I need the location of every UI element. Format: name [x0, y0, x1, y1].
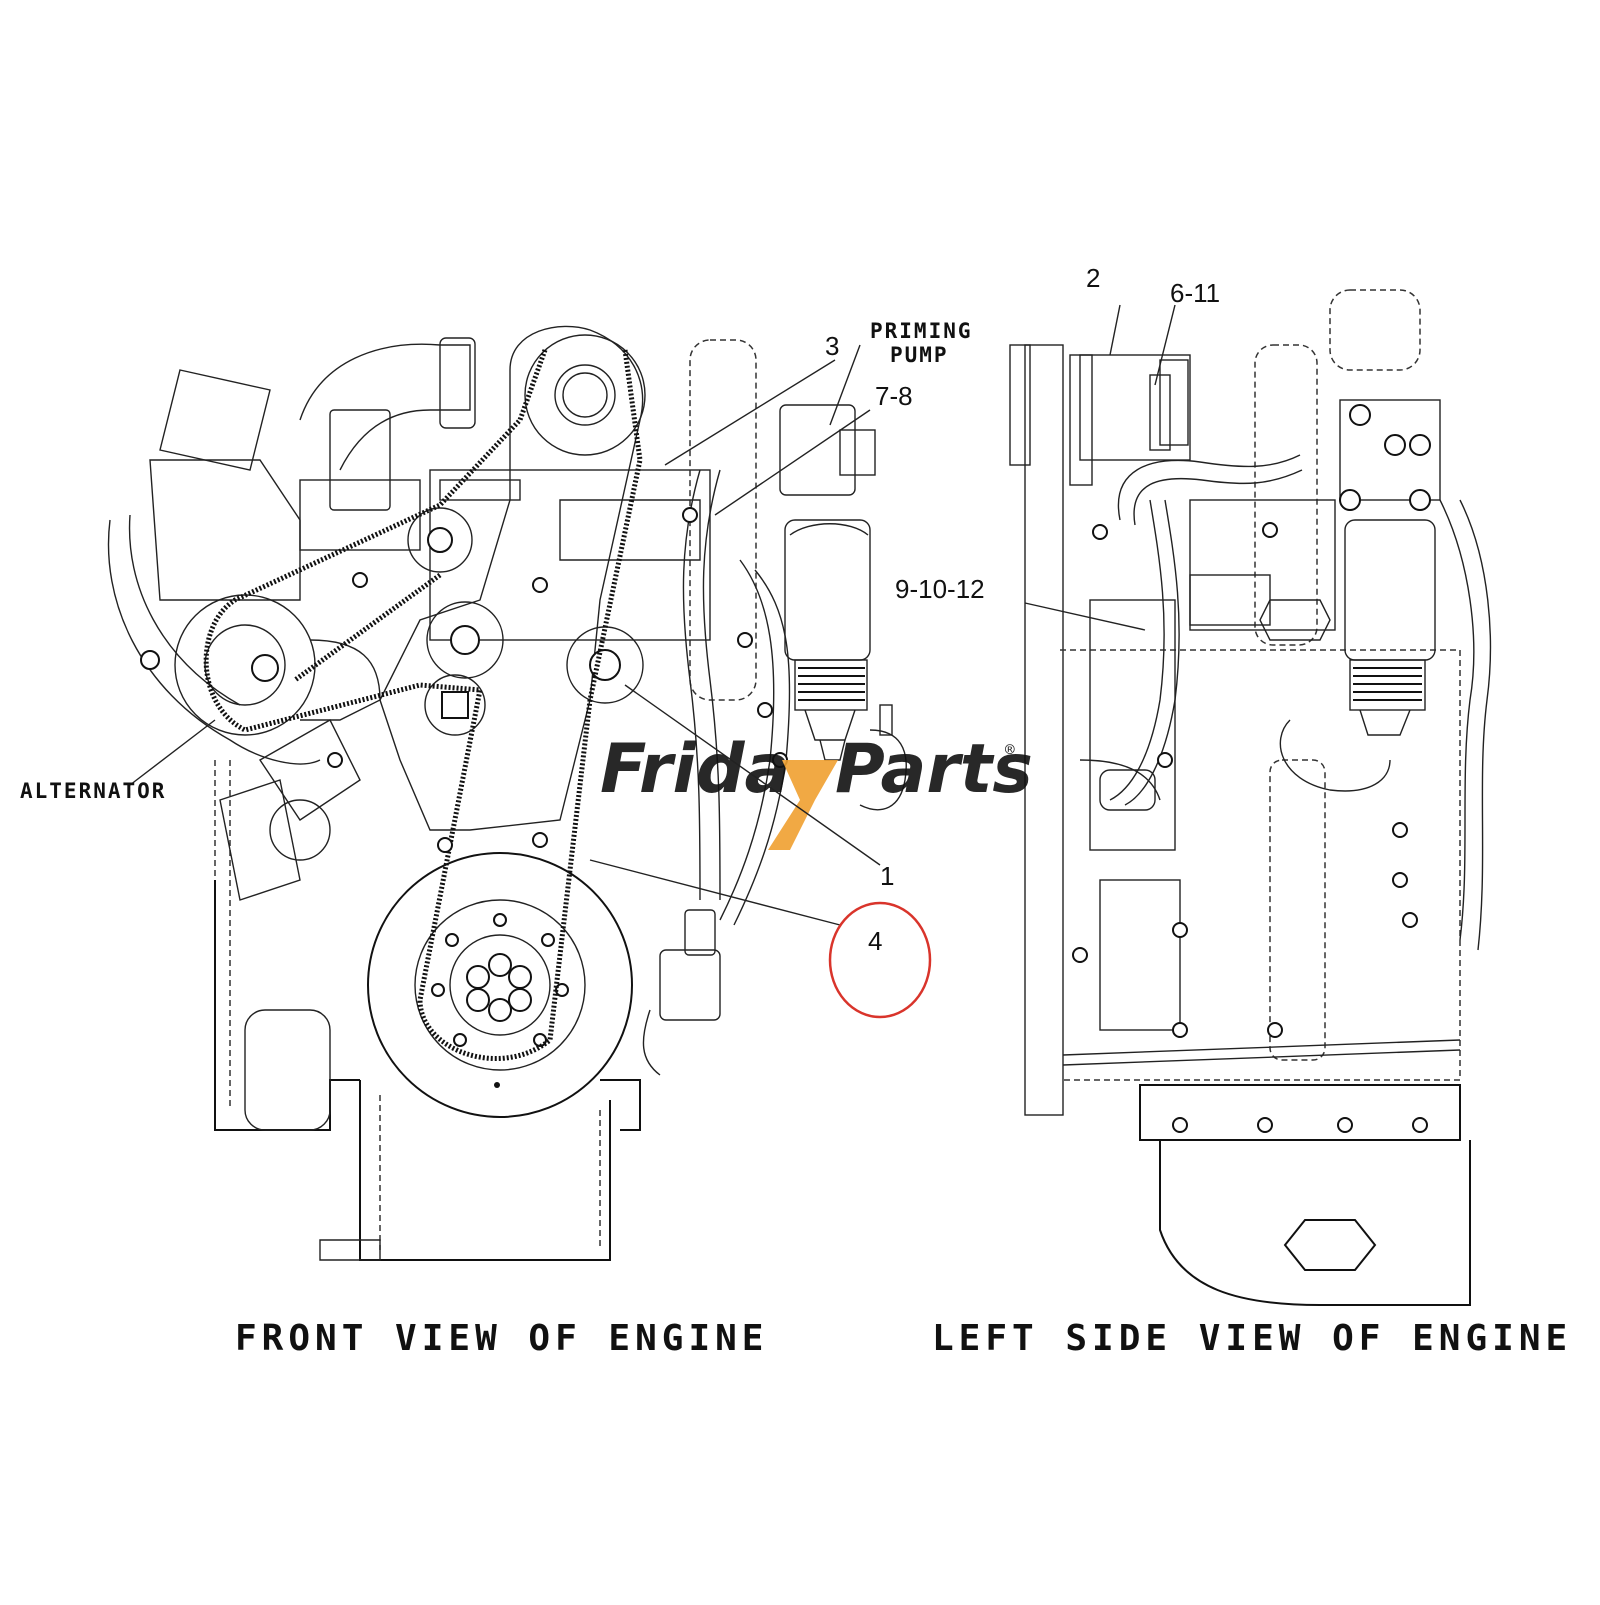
front-view-engine	[107, 325, 907, 1261]
callout-3: 3	[825, 331, 839, 361]
callout-1: 1	[880, 861, 894, 891]
callout-7-8: 7-8	[875, 381, 913, 411]
alternator-label: ALTERNATOR	[20, 779, 166, 803]
priming-pump-label-line1: PRIMING	[870, 319, 973, 343]
front-view-caption: FRONT VIEW OF ENGINE	[235, 1318, 768, 1359]
leader-lines	[129, 304, 1176, 926]
callout-2: 2	[1086, 263, 1100, 293]
brand-watermark: Frida Parts ®	[600, 730, 1033, 850]
highlight-circle-callout-4	[828, 901, 932, 1019]
watermark-registered: ®	[1005, 740, 1015, 759]
watermark-part2: Parts	[835, 730, 1033, 809]
callout-9-10-12: 9-10-12	[895, 574, 985, 604]
callout-4: 4	[868, 926, 882, 956]
watermark-part1: Frida	[600, 730, 790, 809]
watermark-y-mark	[768, 760, 838, 850]
left-side-view-engine	[1009, 289, 1492, 1306]
left-side-view-caption: LEFT SIDE VIEW OF ENGINE	[932, 1318, 1572, 1359]
callout-6-11: 6-11	[1170, 278, 1220, 308]
priming-pump-label-line2: PUMP	[890, 343, 949, 367]
